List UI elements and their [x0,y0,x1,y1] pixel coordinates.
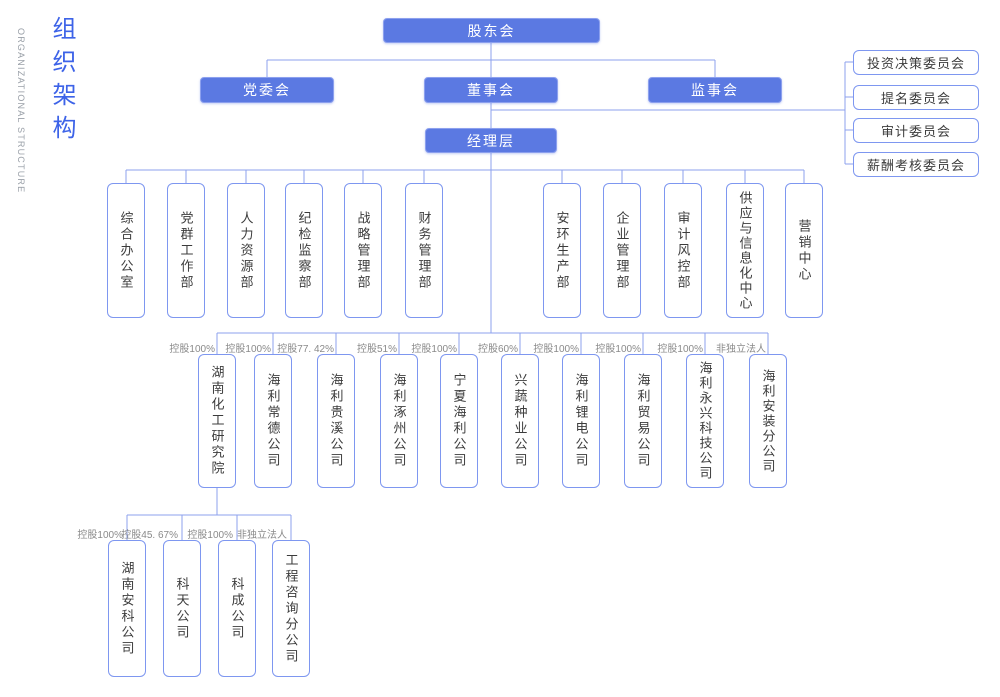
node-sub2-ketian: 科天公司 [163,540,201,677]
node-sub-haili-lithium: 海利锂电公司 [562,354,600,488]
node-sub-xingshu-seed: 兴蔬种业公司 [501,354,539,488]
node-board-of-directors: 董事会 [424,77,558,103]
node-dept-strategy-management: 战略管理部 [344,183,382,318]
node-sub-haili-installation-branch: 海利安装分公司 [749,354,787,488]
node-sub-haili-guixi: 海利贵溪公司 [317,354,355,488]
ownership-label: 控股100% [77,530,123,541]
node-dept-enterprise-management: 企业管理部 [603,183,641,318]
node-sub-ningxia-haili: 宁夏海利公司 [440,354,478,488]
node-dept-party-mass-work: 党群工作部 [167,183,205,318]
node-sub-hunan-chemical-research-institute: 湖南化工研究院 [198,354,236,488]
node-sub-haili-trade: 海利贸易公司 [624,354,662,488]
ownership-label: 控股100% [657,344,703,355]
node-committee-investment-decision: 投资决策委员会 [853,50,979,75]
ownership-label: 控股100% [225,344,271,355]
node-sub2-engineering-consulting-branch: 工程咨询分公司 [272,540,310,677]
page-subtitle-en: ORGANIZATIONAL STRUCTURE [16,28,26,194]
node-sub-haili-zhuozhou: 海利涿州公司 [380,354,418,488]
node-sub-haili-changde: 海利常德公司 [254,354,292,488]
node-committee-remuneration-assessment: 薪酬考核委员会 [853,152,979,177]
node-dept-audit-risk-control: 审计风控部 [664,183,702,318]
ownership-label: 控股51% [356,344,397,355]
node-sub2-kecheng: 科成公司 [218,540,256,677]
node-sub-haili-yongxing-tech: 海利永兴科技公司 [686,354,724,488]
node-dept-human-resources: 人力资源部 [227,183,265,318]
node-management-team: 经理层 [425,128,557,153]
node-sub2-hunan-anke: 湖南安科公司 [108,540,146,677]
ownership-label: 非独立法人 [716,344,766,355]
node-supervisory-board: 监事会 [648,77,782,103]
ownership-label: 非独立法人 [237,530,287,541]
node-dept-general-office: 综合办公室 [107,183,145,318]
page-title-zh: 组织架构 [48,16,75,148]
node-party-committee: 党委会 [200,77,334,103]
ownership-label: 控股100% [187,530,233,541]
node-dept-marketing-center: 营销中心 [785,183,823,318]
node-shareholders-meeting: 股东会 [383,18,600,43]
ownership-label: 控股60% [477,344,518,355]
node-committee-audit: 审计委员会 [853,118,979,143]
ownership-label: 控股100% [595,344,641,355]
node-dept-safety-production: 安环生产部 [543,183,581,318]
ownership-label: 控股100% [169,344,215,355]
node-dept-finance-management: 财务管理部 [405,183,443,318]
node-dept-discipline-inspection: 纪检监察部 [285,183,323,318]
node-dept-supply-informatization-center: 供应与信息化中心 [726,183,764,318]
node-committee-nomination: 提名委员会 [853,85,979,110]
ownership-label: 控股45. 67% [121,530,178,541]
ownership-label: 控股100% [533,344,579,355]
ownership-label: 控股100% [411,344,457,355]
ownership-label: 控股77. 42% [277,344,334,355]
